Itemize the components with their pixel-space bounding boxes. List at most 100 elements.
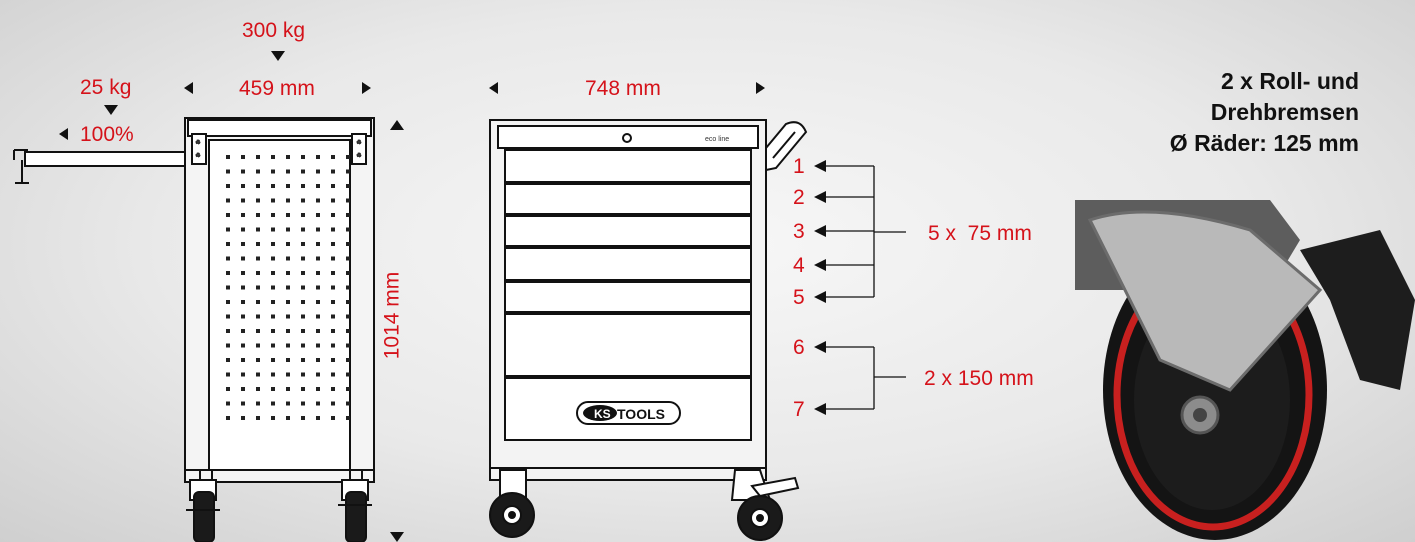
callout-bracket-small [826, 165, 906, 298]
pegboard-hole [286, 198, 290, 203]
pegboard-hole [331, 387, 335, 391]
pegboard-hole [256, 227, 260, 232]
pegboard-hole [346, 401, 350, 406]
pegboard-hole [316, 401, 320, 406]
pegboard-hole [316, 358, 320, 362]
side-width-label: 459 mm [239, 77, 315, 100]
pegboard-hole [241, 256, 245, 261]
pegboard-hole [256, 198, 260, 203]
pegboard-hole [301, 155, 305, 159]
pegboard-hole [316, 227, 320, 232]
pegboard-hole [316, 372, 320, 377]
pegboard-hole [226, 242, 230, 246]
pegboard-hole [346, 343, 350, 348]
side-holder-dots [195, 139, 362, 158]
pegboard-hole [316, 271, 320, 275]
drawer-number-1: 1 [793, 155, 805, 178]
pegboard-hole [331, 184, 335, 188]
pegboard-hole [286, 416, 290, 420]
front-width-arrow-right [756, 82, 765, 94]
svg-text:TOOLS: TOOLS [617, 406, 665, 422]
wheel-title-line-3: Ø Räder: 125 mm [1169, 130, 1359, 156]
pegboard-hole [331, 343, 335, 348]
pegboard-hole [286, 358, 290, 362]
pegboard-hole [271, 329, 275, 333]
pegboard-hole [226, 343, 230, 348]
pegboard-hole [301, 343, 305, 348]
pegboard-hole [301, 416, 305, 420]
small-drawer-group-label: 5 x 75 mm [928, 222, 1032, 245]
pegboard-hole [316, 242, 320, 246]
pegboard-hole [316, 285, 320, 290]
pegboard-hole [256, 184, 260, 188]
pegboard-hole [256, 343, 260, 348]
pegboard-hole [256, 155, 260, 159]
pegboard-hole [241, 416, 245, 420]
pegboard-hole [331, 314, 335, 319]
pegboard-hole [331, 242, 335, 246]
pegboard-hole [241, 387, 245, 391]
pegboard-hole [226, 285, 230, 290]
pegboard-hole [241, 401, 245, 406]
large-drawer-group-label: 2 x 150 mm [924, 367, 1034, 390]
pegboard-hole [226, 271, 230, 275]
eco-line-mark: eco line [705, 136, 729, 143]
shelf-load-arrow [104, 105, 118, 115]
pegboard-hole [271, 242, 275, 246]
pegboard-hole [241, 227, 245, 232]
pegboard-hole [241, 329, 245, 333]
pegboard-hole [346, 300, 350, 304]
pegboard-hole [301, 242, 305, 246]
pegboard-hole [241, 184, 245, 188]
pegboard-hole [256, 242, 260, 246]
pegboard-hole [271, 358, 275, 362]
pegboard-hole [286, 227, 290, 232]
pegboard-hole [346, 416, 350, 420]
pegboard-hole [241, 285, 245, 290]
pegboard-hole [256, 314, 260, 319]
pegboard-hole [316, 314, 320, 319]
pegboard-hole [241, 343, 245, 348]
height-arrow-bottom [390, 532, 404, 542]
pegboard-hole [331, 358, 335, 362]
shelf-load-label: 25 kg [80, 76, 132, 99]
pegboard-hole [286, 242, 290, 246]
pegboard-hole [286, 343, 290, 348]
wheel-title: 2 x Roll- und Drehbremsen Ø Räder: 125 m… [1170, 66, 1359, 159]
pegboard-hole [226, 213, 230, 217]
pegboard-hole [316, 155, 320, 159]
side-width-arrow-right [362, 82, 371, 94]
side-shelf [13, 149, 186, 184]
drawer-lines [505, 149, 751, 441]
pegboard-hole [271, 416, 275, 420]
pegboard-hole [241, 358, 245, 362]
pegboard-hole [286, 372, 290, 377]
pegboard-hole [346, 372, 350, 377]
pegboard-hole [256, 285, 260, 290]
pegboard-hole [256, 271, 260, 275]
pegboard-hole [331, 372, 335, 377]
wheel-title-line-1: 2 x Roll- und [1221, 68, 1359, 94]
pegboard-hole [226, 416, 230, 420]
pegboard-hole [271, 372, 275, 377]
pegboard-hole [316, 416, 320, 420]
pegboard-hole [286, 387, 290, 391]
side-width-arrow-left [184, 82, 193, 94]
pegboard-hole [346, 213, 350, 217]
pegboard-hole [316, 329, 320, 333]
pegboard-hole [256, 416, 260, 420]
pegboard-hole [301, 358, 305, 362]
pegboard-hole [286, 271, 290, 275]
pegboard-hole [271, 184, 275, 188]
drawer-number-7: 7 [793, 398, 805, 421]
pegboard-hole [241, 271, 245, 275]
pegboard-hole [241, 314, 245, 319]
pegboard-hole [346, 329, 350, 333]
shelf-extension-label: 100% [80, 123, 134, 146]
pegboard-hole [346, 242, 350, 246]
pegboard-hole [331, 227, 335, 232]
pegboard-hole [226, 387, 230, 391]
pegboard-hole [286, 314, 290, 319]
pegboard-hole [226, 169, 230, 174]
pegboard-hole [226, 329, 230, 333]
